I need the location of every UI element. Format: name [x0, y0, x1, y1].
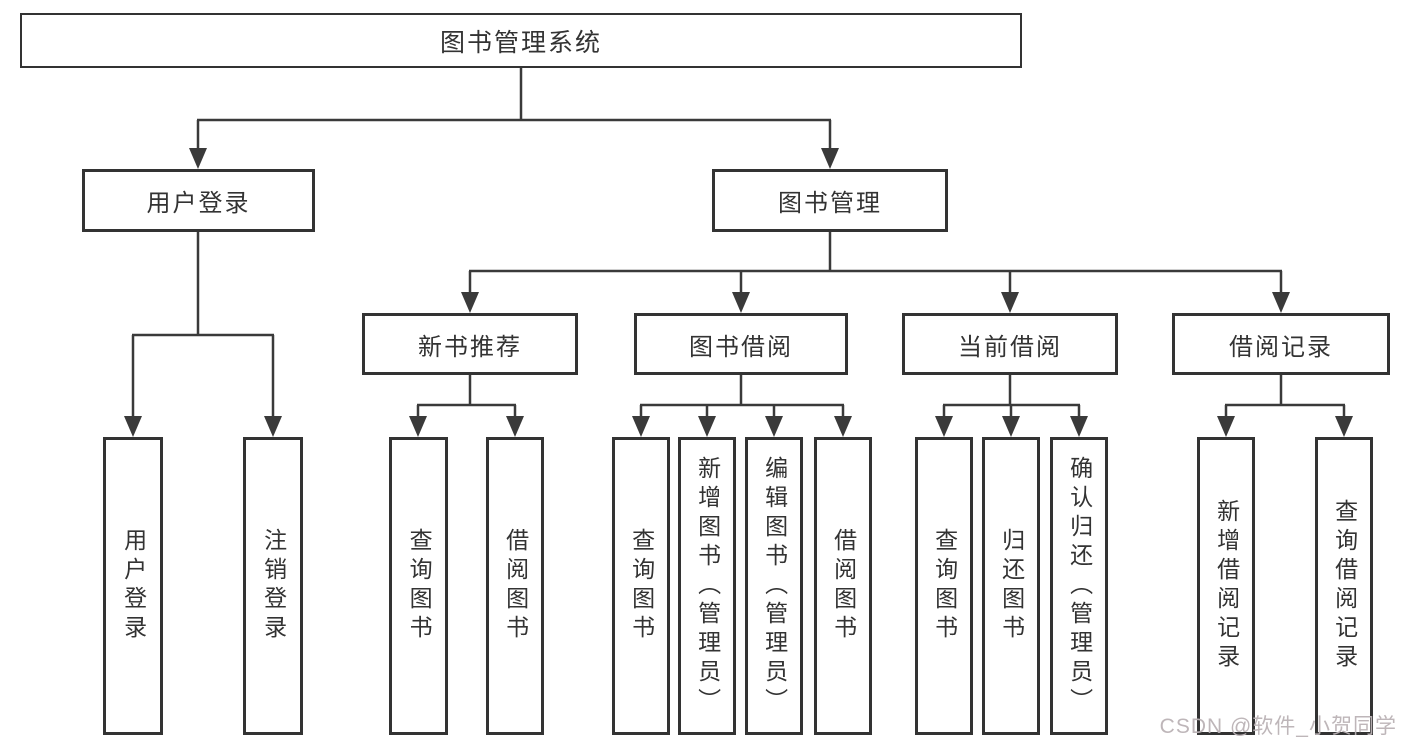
node-new-book-recommend-label: 新书推荐	[418, 333, 522, 361]
leaf-bb-borrow-books: 借阅图书	[814, 437, 872, 735]
leaf-logout-login: 注销登录	[243, 437, 303, 735]
leaf-user-login: 用户登录	[103, 437, 163, 735]
connector-lines	[131, 68, 1346, 418]
node-book-borrow-label: 图书借阅	[689, 333, 793, 361]
leaf-cb-return-books: 归还图书	[982, 437, 1040, 735]
leaf-user-login-label: 用户登录	[120, 528, 147, 644]
csdn-watermark: CSDN @软件_小贺同学	[1159, 715, 1397, 738]
leaf-br-query-record: 查询借阅记录	[1315, 437, 1373, 735]
leaf-bb-edit-books-admin-label: 编辑图书（管理员）	[761, 455, 788, 717]
leaf-rec-query-books: 查询图书	[389, 437, 448, 735]
leaf-rec-borrow-books: 借阅图书	[486, 437, 544, 735]
arrowheads	[124, 148, 1353, 437]
node-borrow-records: 借阅记录	[1172, 313, 1390, 375]
leaf-cb-return-books-label: 归还图书	[998, 528, 1025, 644]
node-root-library-management-system: 图书管理系统	[20, 13, 1022, 68]
leaf-cb-confirm-return-admin: 确认归还（管理员）	[1050, 437, 1108, 735]
leaf-bb-query-books-label: 查询图书	[628, 528, 655, 644]
leaf-cb-query-books-label: 查询图书	[931, 528, 958, 644]
leaf-cb-query-books: 查询图书	[915, 437, 973, 735]
leaf-bb-edit-books-admin: 编辑图书（管理员）	[745, 437, 803, 735]
node-current-borrow: 当前借阅	[902, 313, 1118, 375]
node-borrow-records-label: 借阅记录	[1229, 333, 1333, 361]
node-book-management-label: 图书管理	[778, 190, 882, 217]
node-user-login: 用户登录	[82, 169, 315, 232]
node-new-book-recommend: 新书推荐	[362, 313, 578, 375]
node-current-borrow-label: 当前借阅	[958, 333, 1062, 361]
leaf-bb-add-books-admin-label: 新增图书（管理员）	[694, 455, 721, 717]
leaf-br-query-record-label: 查询借阅记录	[1331, 499, 1358, 673]
leaf-br-add-record-label: 新增借阅记录	[1213, 499, 1240, 673]
leaf-cb-confirm-return-admin-label: 确认归还（管理员）	[1066, 455, 1093, 717]
leaf-br-add-record: 新增借阅记录	[1197, 437, 1255, 735]
node-user-login-label: 用户登录	[146, 190, 251, 217]
leaf-rec-query-books-label: 查询图书	[406, 528, 433, 644]
node-book-management: 图书管理	[712, 169, 948, 232]
node-root-label: 图书管理系统	[439, 28, 602, 57]
node-book-borrow: 图书借阅	[634, 313, 848, 375]
leaf-bb-borrow-books-label: 借阅图书	[830, 528, 857, 644]
leaf-bb-add-books-admin: 新增图书（管理员）	[678, 437, 736, 735]
leaf-logout-login-label: 注销登录	[260, 528, 287, 644]
leaf-rec-borrow-books-label: 借阅图书	[502, 528, 529, 644]
leaf-bb-query-books: 查询图书	[612, 437, 670, 735]
